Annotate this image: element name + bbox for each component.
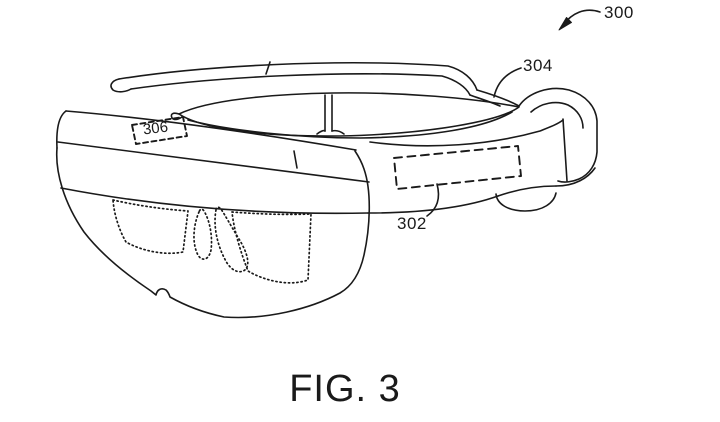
right-lens-dotted-outline <box>231 211 312 284</box>
leader-line-304 <box>493 67 522 98</box>
figure-caption: FIG. 3 <box>289 368 401 410</box>
front-sensor-dashed-box <box>131 116 188 145</box>
side-sensor-dashed-box <box>393 145 522 190</box>
nose-bridge-right-dotted <box>214 206 249 273</box>
side-band <box>367 118 568 214</box>
ref-label-304: 304 <box>523 56 553 75</box>
left-lens-dotted-outline <box>112 199 189 255</box>
leader-line-302 <box>426 183 440 217</box>
rear-band-cap <box>518 87 598 187</box>
headband-top-strap <box>110 61 520 107</box>
speaker-pod <box>495 192 557 212</box>
arrow-300-head <box>558 17 572 31</box>
ref-label-302: 302 <box>397 214 427 233</box>
leader-lines <box>426 9 601 217</box>
ref-label-306: 306 <box>142 118 169 139</box>
visor <box>55 147 371 319</box>
nose-bridge-left-dotted <box>193 208 213 260</box>
crossbar-strap <box>316 94 345 135</box>
ref-label-300: 300 <box>604 3 634 22</box>
front-band <box>56 110 370 215</box>
head-opening <box>170 92 520 139</box>
